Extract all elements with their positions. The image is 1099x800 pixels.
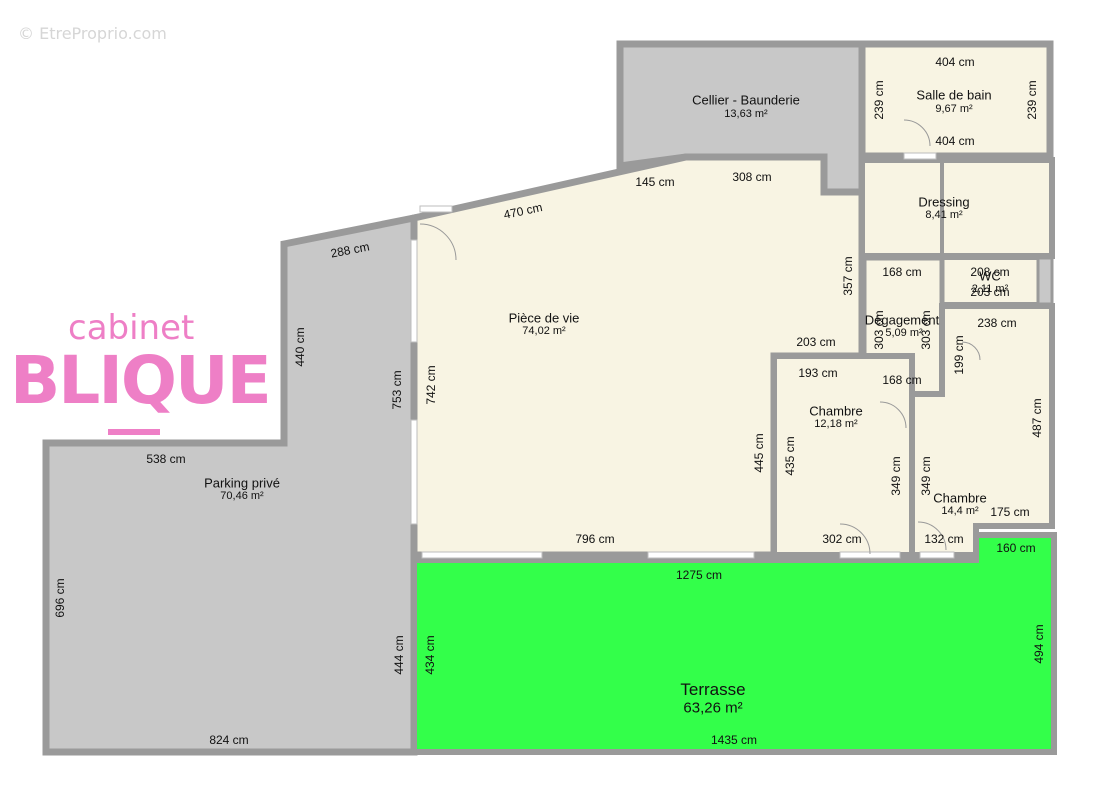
- dimension-label: 824 cm: [209, 733, 249, 747]
- dimension-label: 160 cm: [996, 541, 1036, 555]
- dimension-label: 696 cm: [53, 578, 67, 618]
- room-name-parking: Parking privé: [204, 475, 280, 491]
- room-area-parking: 70,46 m²: [220, 490, 264, 502]
- terrace-floor: [411, 532, 1057, 755]
- door-arc: [839, 523, 871, 555]
- room-area-terrace: 63,26 m²: [683, 699, 743, 717]
- dimension-label: 440 cm: [293, 327, 307, 367]
- dimension-label: 238 cm: [977, 316, 1017, 330]
- bathroom-floor: [858, 40, 1054, 160]
- dimension-label: 145 cm: [635, 175, 675, 189]
- door-arc: [879, 401, 907, 429]
- window: [421, 551, 543, 559]
- dimension-label: 1275 cm: [675, 568, 723, 582]
- dimension-label: 239 cm: [1025, 80, 1039, 120]
- dimension-label: 494 cm: [1032, 624, 1046, 664]
- windows: [410, 152, 955, 559]
- dimension-label: 444 cm: [392, 635, 406, 675]
- window: [410, 419, 418, 525]
- room-name-dressing: Dressing: [918, 194, 970, 210]
- room-name-bedroom2: Chambre: [933, 490, 987, 506]
- dimension-label: 308 cm: [732, 170, 772, 184]
- dimension-label: 349 cm: [889, 456, 903, 496]
- dimension-label: 434 cm: [423, 635, 437, 675]
- dimension-label: 538 cm: [146, 452, 186, 466]
- room-area-cellier: 13,63 m²: [724, 108, 768, 120]
- window: [647, 551, 755, 559]
- dimension-label: 487 cm: [1030, 398, 1044, 438]
- dimension-label: 239 cm: [872, 80, 886, 120]
- logo-text-top: cabinet: [68, 308, 195, 348]
- dimension-label: 445 cm: [752, 433, 766, 473]
- room-name-bathroom: Salle de bain: [916, 87, 992, 103]
- door-arc: [961, 341, 981, 361]
- dimension-label: 357 cm: [841, 256, 855, 296]
- room-area-bathroom: 9,67 m²: [935, 103, 973, 115]
- room-area-hall: 5,09 m²: [885, 327, 923, 339]
- dimension-label: 168 cm: [882, 373, 922, 387]
- logo-underline: [108, 429, 160, 435]
- door-arc: [903, 119, 931, 147]
- watermark: © EtreProprio.com: [18, 24, 167, 43]
- window: [410, 239, 418, 343]
- room-area-living: 74,02 m²: [522, 325, 566, 337]
- logo-text-main: BLIQUE: [10, 342, 272, 419]
- room-area-wc: 2,11 m²: [971, 283, 1009, 295]
- room-name-cellier: Cellier - Baunderie: [692, 92, 800, 108]
- dimension-label: 199 cm: [952, 335, 966, 375]
- room-name-hall: Dégagement: [864, 312, 940, 328]
- dimension-label: 175 cm: [990, 505, 1030, 519]
- dimension-label: 168 cm: [882, 265, 922, 279]
- wc-duct: [1036, 256, 1054, 306]
- door-arc: [419, 223, 457, 261]
- room-area-bedroom2: 14,4 m²: [941, 505, 979, 517]
- dimension-label: 796 cm: [575, 532, 615, 546]
- room-name-terrace: Terrasse: [680, 680, 746, 699]
- dimension-label: 303 cm: [872, 310, 886, 350]
- dimension-label: 753 cm: [390, 370, 404, 410]
- window: [903, 152, 937, 160]
- door-arc: [917, 521, 947, 551]
- dimension-label: 193 cm: [798, 366, 838, 380]
- dimension-label: 742 cm: [424, 365, 438, 405]
- dimension-label: 302 cm: [822, 532, 862, 546]
- dimension-label: 404 cm: [935, 55, 975, 69]
- dimension-label: 1435 cm: [710, 733, 758, 747]
- room-area-bedroom1: 12,18 m²: [814, 418, 858, 430]
- dressing-floor: [859, 157, 1055, 259]
- window: [419, 205, 453, 213]
- dimension-label: 303 cm: [919, 310, 933, 350]
- room-area-dressing: 8,41 m²: [925, 209, 963, 221]
- room-name-wc: WC: [979, 268, 1001, 284]
- room-name-bedroom1: Chambre: [809, 403, 863, 419]
- dimension-label: 132 cm: [924, 532, 964, 546]
- dimension-label: 435 cm: [783, 436, 797, 476]
- dimension-label: 349 cm: [919, 456, 933, 496]
- dimension-label: 203 cm: [796, 335, 836, 349]
- dimension-label: 203 cm: [970, 285, 1010, 299]
- dimension-label: 208 cm: [970, 265, 1010, 279]
- window: [919, 551, 955, 559]
- room-name-living: Pièce de vie: [508, 310, 580, 326]
- doors: [419, 119, 981, 555]
- dimension-label: 404 cm: [935, 134, 975, 148]
